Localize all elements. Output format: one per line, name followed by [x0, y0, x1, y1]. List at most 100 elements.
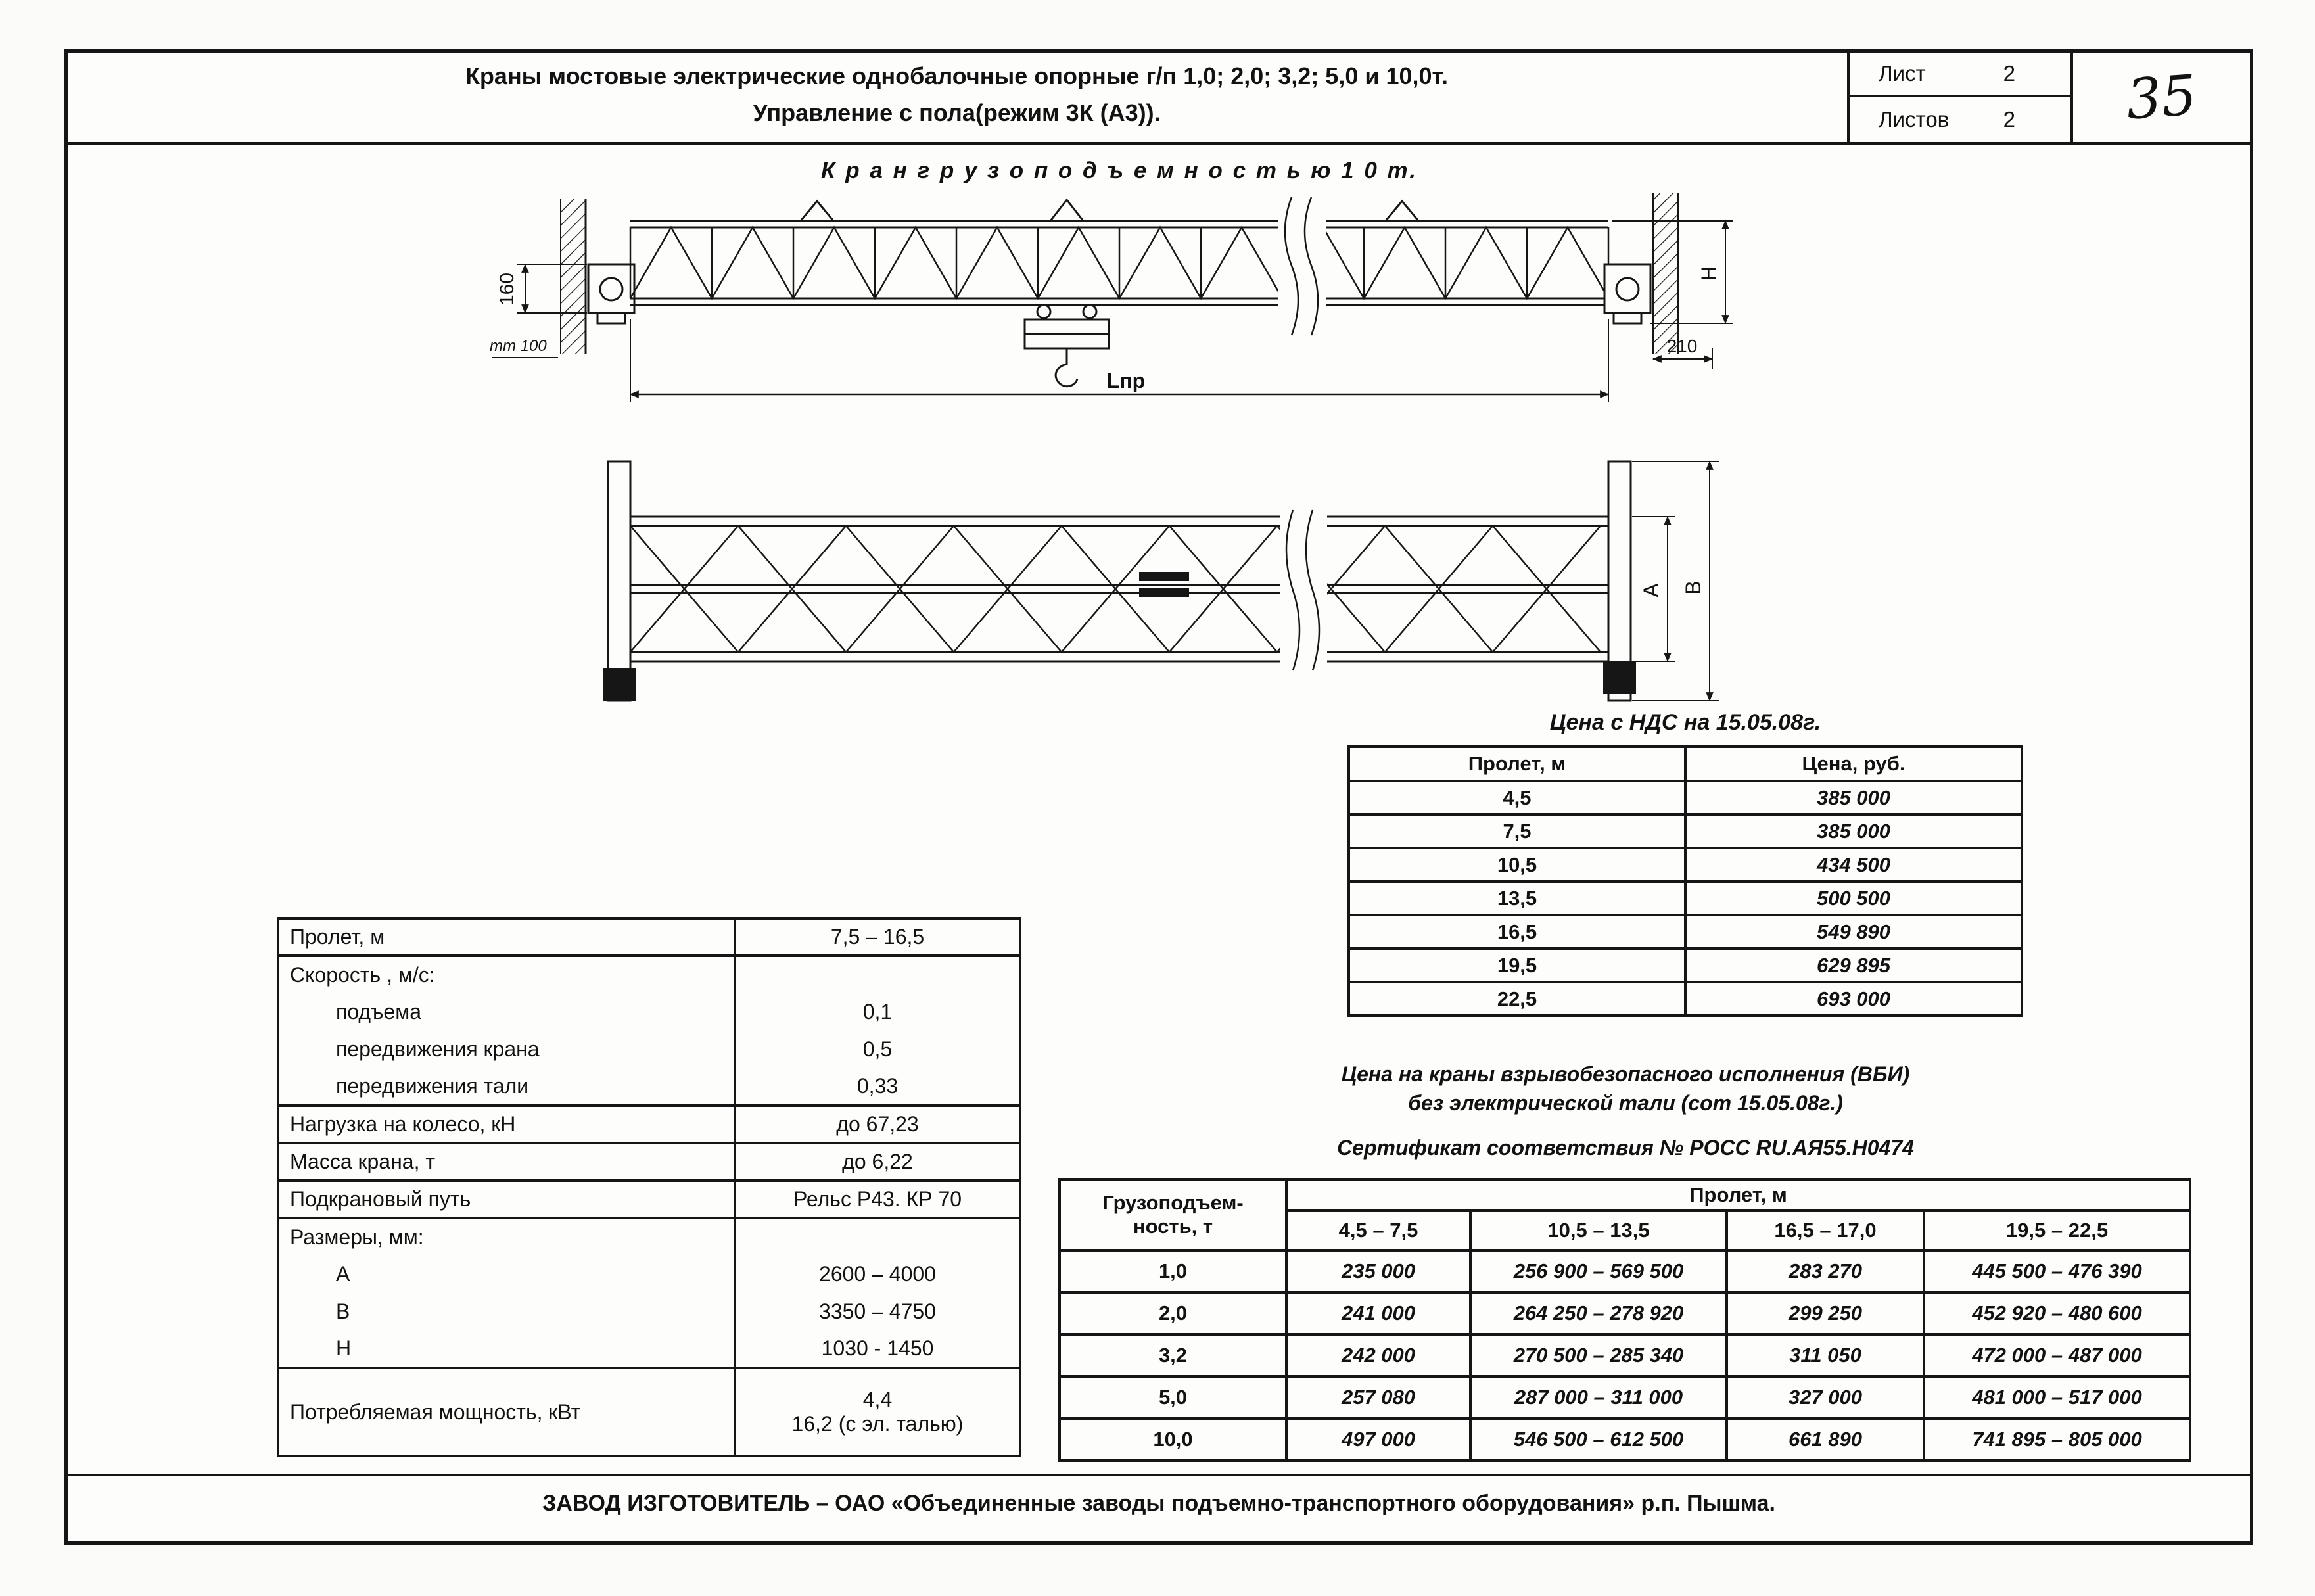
capacity-cell-price: 241 000 — [1285, 1291, 1472, 1336]
price-cell-price: 693 000 — [1684, 981, 2023, 1017]
price-header-cell: Цена, руб. — [1684, 745, 2023, 782]
spec-label: подъема — [278, 993, 736, 1031]
spec-label: Пролет, м — [278, 918, 736, 957]
capacity-cell-tonnage: 3,2 — [1058, 1333, 1288, 1378]
spec-label: Масса крана, т — [278, 1143, 736, 1182]
price-header-row: Пролет, м Цена, руб. — [1347, 745, 2023, 782]
spec-row: Потребляемая мощность, кВт 4,4 16,2 (с э… — [278, 1368, 1020, 1456]
spec-label: Нагрузка на колесо, кН — [278, 1106, 736, 1144]
page-frame: Краны мостовые электрические однобалочны… — [64, 49, 2253, 1545]
price-cell-span: 16,5 — [1347, 914, 1687, 950]
spec-label: Скорость , м/с: — [278, 956, 736, 993]
page-title-line2: Управление с пола(режим 3К (А3)). — [753, 99, 1161, 126]
sheets-label: Листов — [1879, 107, 1950, 131]
spec-value: 2600 – 4000 — [819, 1262, 936, 1286]
price-cell-price: 385 000 — [1684, 780, 2023, 816]
price-row: 10,5 434 500 — [1347, 847, 2023, 883]
spec-value: 0,33 — [735, 1068, 1020, 1107]
spec-row: Скорость , м/с: — [278, 956, 1020, 993]
price-cell-price: 385 000 — [1684, 813, 2023, 849]
capacity-cell-price: 661 890 — [1725, 1417, 1925, 1462]
capacity-span-col: 19,5 – 22,5 — [1922, 1209, 2192, 1252]
manufacturer-footer: ЗАВОД ИЗГОТОВИТЕЛЬ – ОАО «Объединенные з… — [542, 1491, 1775, 1516]
header-divider-1 — [1847, 53, 1850, 142]
spec-row: Пролет, м 7,5 – 16,5 — [278, 918, 1020, 957]
capacity-span-col: 16,5 – 17,0 — [1725, 1209, 1925, 1252]
capacity-header-row2: 4,5 – 7,5 10,5 – 13,5 16,5 – 17,0 19,5 –… — [1060, 1209, 2192, 1252]
capacity-price-table: Грузоподъем- ность, т Пролет, м 4,5 – 7,… — [1058, 1178, 2192, 1462]
spec-value-line1: 4,4 — [862, 1388, 893, 1411]
dimension-labels: 160 mm 100 Lпр H 210 А В — [490, 266, 1721, 597]
price-cell-span: 19,5 — [1347, 947, 1687, 983]
capacity-cell-price: 264 250 – 278 920 — [1469, 1291, 1728, 1336]
capacity-cell-price: 481 000 – 517 000 — [1922, 1375, 2192, 1420]
capacity-cell-price: 546 500 – 612 500 — [1469, 1417, 1728, 1462]
sheet-number-box: Лист 2 — [1850, 53, 2070, 97]
spec-value-line2: 16,2 (с эл. талью) — [791, 1412, 964, 1436]
spec-row: А 2600 – 4000 — [278, 1256, 1020, 1293]
dim-label-h: H — [1697, 266, 1721, 281]
price-row: 7,5 385 000 — [1347, 813, 2023, 849]
spec-label: Размеры, мм: — [278, 1218, 736, 1256]
spec-value — [735, 1218, 1020, 1256]
capacity-cell-price: 452 920 – 480 600 — [1922, 1291, 2192, 1336]
spec-value: до 6,22 — [735, 1143, 1020, 1182]
spec-row: Масса крана, т до 6,22 — [278, 1143, 1020, 1182]
price-table: Пролет, м Цена, руб. 4,5 385 000 7,5 385… — [1347, 745, 2023, 1017]
crane-side-view — [492, 193, 1733, 402]
price-cell-price: 500 500 — [1684, 880, 2023, 916]
dim-label-mm100: mm 100 — [490, 337, 547, 355]
capacity-span-col: 10,5 – 13,5 — [1469, 1209, 1728, 1252]
price-row: 19,5 629 895 — [1347, 947, 2023, 983]
vbi-note-line1: Цена на краны взрывобезопасного исполнен… — [1341, 1062, 1910, 1086]
spec-row: передвижения крана 0,5 — [278, 1031, 1020, 1068]
price-cell-span: 4,5 — [1347, 780, 1687, 816]
capacity-cell-tonnage: 1,0 — [1058, 1249, 1288, 1294]
capacity-cell-price: 327 000 — [1725, 1375, 1925, 1420]
price-row: 13,5 500 500 — [1347, 880, 2023, 916]
spec-label: А — [278, 1256, 736, 1293]
price-cell-price: 629 895 — [1684, 947, 2023, 983]
spec-label: В — [278, 1293, 736, 1330]
spec-label: Подкрановый путь — [278, 1181, 736, 1219]
capacity-cell-price: 257 080 — [1285, 1375, 1472, 1420]
sheet-value: 2 — [2003, 61, 2015, 85]
price-cell-span: 22,5 — [1347, 981, 1687, 1017]
spec-value: 3350 – 4750 — [819, 1300, 936, 1323]
capacity-cell-price: 256 900 – 569 500 — [1469, 1249, 1728, 1294]
spec-label: передвижения крана — [278, 1031, 736, 1068]
spec-value: до 67,23 — [735, 1106, 1020, 1144]
capacity-cell-price: 497 000 — [1285, 1417, 1472, 1462]
spec-row: Н 1030 - 1450 — [278, 1330, 1020, 1369]
capacity-cell-tonnage: 10,0 — [1058, 1417, 1288, 1462]
capacity-cell-tonnage: 2,0 — [1058, 1291, 1288, 1336]
header-bottom-rule — [68, 142, 2250, 145]
spec-value: Рельс Р43. КР 70 — [735, 1181, 1020, 1219]
footer-rule — [68, 1474, 2250, 1476]
certificate-line: Сертификат соответствия № РОСС RU.АЯ55.Н… — [1337, 1136, 1914, 1160]
drawing-caption: К р а н г р у з о п о д ъ е м н о с т ь … — [821, 158, 1418, 183]
capacity-col0-header-line2: ность, т — [1133, 1215, 1213, 1238]
price-row: 4,5 385 000 — [1347, 780, 2023, 816]
dim-label-b: В — [1681, 580, 1705, 594]
capacity-cell-price: 270 500 – 285 340 — [1469, 1333, 1728, 1378]
page-title: Краны мостовые электрические однобалочны… — [68, 58, 1846, 131]
spec-row: передвижения тали 0,33 — [278, 1068, 1020, 1107]
capacity-cell-tonnage: 5,0 — [1058, 1375, 1288, 1420]
capacity-row: 3,2 242 000 270 500 – 285 340 311 050 47… — [1058, 1333, 2192, 1378]
spec-row: подъема 0,1 — [278, 993, 1020, 1031]
capacity-cell-price: 311 050 — [1725, 1333, 1925, 1378]
price-row: 22,5 693 000 — [1347, 981, 2023, 1017]
sheets-value: 2 — [2003, 107, 2015, 131]
price-cell-span: 7,5 — [1347, 813, 1687, 849]
page-title-line1: Краны мостовые электрические однобалочны… — [465, 62, 1449, 89]
crane-plan-view — [603, 460, 1719, 702]
spec-label: Потребляемая мощность, кВт — [278, 1368, 736, 1456]
capacity-cell-price: 242 000 — [1285, 1333, 1472, 1378]
capacity-row: 10,0 497 000 546 500 – 612 500 661 890 7… — [1058, 1417, 2192, 1462]
capacity-cell-price: 287 000 – 311 000 — [1469, 1375, 1728, 1420]
capacity-row: 5,0 257 080 287 000 – 311 000 327 000 48… — [1058, 1375, 2192, 1420]
capacity-span-header: Пролет, м — [1284, 1178, 2192, 1212]
price-table-caption: Цена с НДС на 15.05.08г. — [1549, 710, 1821, 735]
capacity-header-row1: Грузоподъем- ность, т Пролет, м — [1058, 1178, 2192, 1252]
